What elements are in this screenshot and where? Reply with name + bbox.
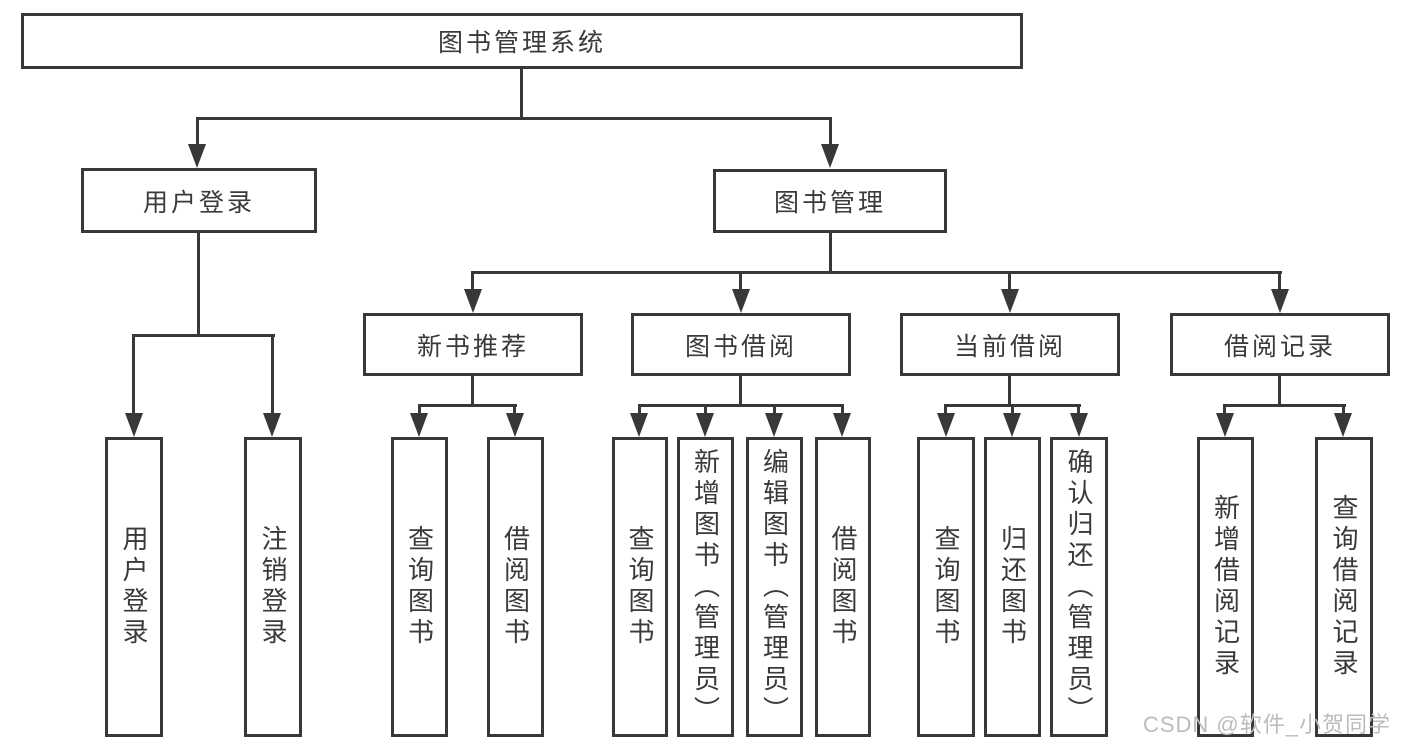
- leaf-query-borrow-record: 查询借阅记录: [1315, 437, 1373, 737]
- connector-line: [472, 271, 1282, 274]
- node-system-root: 图书管理系统: [21, 13, 1023, 69]
- arrow-down-icon: [188, 144, 206, 168]
- arrow-down-icon: [696, 413, 714, 437]
- connector-line: [638, 404, 641, 416]
- leaf-return-book-label: 归还图书: [997, 525, 1028, 649]
- connector-line: [829, 117, 832, 149]
- leaf-add-book-admin-label: 新增图书（管理员）: [690, 447, 721, 727]
- arrow-down-icon: [506, 413, 524, 437]
- connector-line: [471, 376, 474, 407]
- leaf-user-login: 用户登录: [105, 437, 163, 737]
- arrow-down-icon: [1003, 413, 1021, 437]
- connector-line: [1342, 404, 1345, 416]
- arrow-down-icon: [1070, 413, 1088, 437]
- arrow-down-icon: [937, 413, 955, 437]
- leaf-edit-book-admin-label: 编辑图书（管理员）: [759, 447, 790, 727]
- connector-line: [198, 117, 832, 120]
- leaf-logout: 注销登录: [244, 437, 302, 737]
- connector-line: [197, 232, 200, 337]
- node-book-management: 图书管理: [713, 169, 947, 233]
- node-new-book-recommend: 新书推荐: [363, 313, 583, 376]
- connector-line: [132, 334, 135, 416]
- connector-line: [513, 404, 516, 416]
- arrow-down-icon: [833, 413, 851, 437]
- connector-line: [196, 117, 199, 149]
- connector-line: [638, 404, 844, 407]
- connector-line: [739, 271, 742, 292]
- connector-line: [471, 271, 474, 292]
- node-borrow-records: 借阅记录: [1170, 313, 1390, 376]
- leaf-query-borrow-record-label: 查询借阅记录: [1329, 494, 1359, 680]
- leaf-query-books-borrow-label: 查询图书: [625, 525, 655, 649]
- leaf-borrow-books-recommend: 借阅图书: [487, 437, 544, 737]
- arrow-down-icon: [1216, 413, 1234, 437]
- leaf-edit-book-admin: 编辑图书（管理员）: [746, 437, 803, 737]
- arrow-down-icon: [410, 413, 428, 437]
- connector-line: [520, 68, 523, 120]
- csdn-watermark: CSDN @软件_小贺同学: [1142, 712, 1391, 737]
- connector-line: [1008, 376, 1011, 407]
- arrow-down-icon: [765, 413, 783, 437]
- leaf-add-borrow-record: 新增借阅记录: [1197, 437, 1254, 737]
- leaf-query-books-recommend-label: 查询图书: [404, 525, 435, 649]
- node-user-login: 用户登录: [81, 168, 317, 233]
- leaf-user-login-label: 用户登录: [119, 525, 149, 649]
- connector-line: [1077, 404, 1080, 416]
- connector-line: [1223, 404, 1226, 416]
- node-book-borrow: 图书借阅: [631, 313, 851, 376]
- connector-line: [773, 404, 776, 416]
- leaf-borrow-books: 借阅图书: [815, 437, 871, 737]
- leaf-confirm-return-admin-label: 确认归还（管理员）: [1064, 447, 1094, 727]
- leaf-query-books-current-label: 查询图书: [931, 525, 961, 649]
- arrow-down-icon: [125, 413, 143, 437]
- arrow-down-icon: [263, 413, 281, 437]
- connector-line: [1223, 404, 1346, 407]
- connector-line: [1278, 271, 1281, 292]
- leaf-query-books-recommend: 查询图书: [391, 437, 448, 737]
- connector-line: [418, 404, 517, 407]
- arrow-down-icon: [630, 413, 648, 437]
- connector-line: [1008, 271, 1011, 292]
- leaf-confirm-return-admin: 确认归还（管理员）: [1050, 437, 1108, 737]
- connector-line: [271, 334, 274, 416]
- leaf-logout-label: 注销登录: [258, 525, 288, 649]
- arrow-down-icon: [1001, 289, 1019, 313]
- leaf-add-borrow-record-label: 新增借阅记录: [1210, 494, 1241, 680]
- leaf-borrow-books-recommend-label: 借阅图书: [500, 525, 531, 649]
- connector-line: [133, 334, 275, 337]
- connector-line: [704, 404, 707, 416]
- arrow-down-icon: [464, 289, 482, 313]
- connector-line: [944, 404, 947, 416]
- connector-line: [739, 376, 742, 407]
- connector-line: [1278, 376, 1281, 407]
- leaf-query-books-borrow: 查询图书: [612, 437, 668, 737]
- connector-line: [841, 404, 844, 416]
- leaf-add-book-admin: 新增图书（管理员）: [677, 437, 734, 737]
- arrow-down-icon: [1334, 413, 1352, 437]
- leaf-borrow-books-label: 借阅图书: [828, 525, 858, 649]
- leaf-return-book: 归还图书: [984, 437, 1041, 737]
- connector-line: [418, 404, 421, 416]
- connector-line: [1011, 404, 1014, 416]
- node-current-borrow: 当前借阅: [900, 313, 1120, 376]
- arrow-down-icon: [1271, 289, 1289, 313]
- connector-line: [829, 233, 832, 274]
- arrow-down-icon: [732, 289, 750, 313]
- leaf-query-books-current: 查询图书: [917, 437, 975, 737]
- arrow-down-icon: [821, 144, 839, 168]
